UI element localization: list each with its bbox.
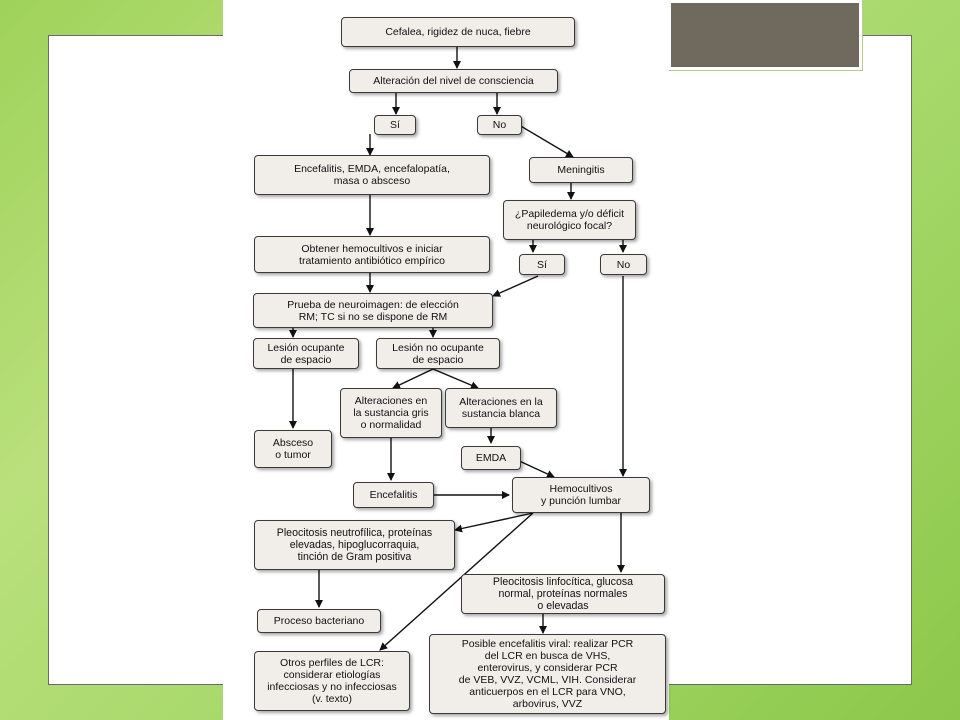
node-prueba: Prueba de neuroimagen: de elección RM; T… bbox=[253, 293, 493, 328]
node-hemocultivos: Hemocultivos y punción lumbar bbox=[512, 477, 650, 513]
arrow-hemocultivos-neutro bbox=[454, 512, 534, 533]
node-absceso: Absceso o tumor bbox=[254, 430, 332, 468]
arrow-no-ocupante-gris bbox=[392, 368, 434, 389]
arrow-no-ocupante-blanca bbox=[432, 368, 479, 389]
node-posible-encefalitis: Posible encefalitis viral: realizar PCR … bbox=[429, 634, 666, 714]
node-otros-perfiles: Otros perfiles de LCR: considerar etiolo… bbox=[254, 651, 410, 711]
node-cefalea: Cefalea, rigidez de nuca, fiebre bbox=[341, 17, 575, 47]
node-pleocitosis-linfocitica: Pleocitosis linfocítica, glucosa normal,… bbox=[461, 574, 665, 614]
node-emda: EMDA bbox=[461, 446, 521, 470]
node-meningitis: Meningitis bbox=[529, 157, 633, 183]
node-papiledema: ¿Papiledema y/o déficit neurológico foca… bbox=[503, 200, 636, 240]
node-lesion-ocupante: Lesión ocupante de espacio bbox=[253, 338, 359, 369]
node-si-1: Sí bbox=[374, 115, 416, 135]
arrow-no-meningitis bbox=[518, 124, 574, 158]
node-encefalitis-emda: Encefalitis, EMDA, encefalopatía, masa o… bbox=[254, 155, 490, 195]
node-pleocitosis-neutrofilica: Pleocitosis neutrofílica, proteínas elev… bbox=[254, 520, 455, 570]
node-encefalitis: Encefalitis bbox=[353, 482, 434, 508]
node-no-1: No bbox=[477, 115, 522, 135]
arrow-si-prueba bbox=[492, 275, 539, 297]
node-lesion-no-ocupante: Lesión no ocupante de espacio bbox=[376, 338, 500, 369]
slide-title-placeholder bbox=[668, 0, 862, 70]
node-obtener: Obtener hemocultivos e iniciar tratamien… bbox=[254, 236, 490, 273]
node-alt-gris: Alteraciones en la sustancia gris o norm… bbox=[340, 388, 442, 438]
node-no-2: No bbox=[600, 254, 647, 275]
node-alt-blanca: Alteraciones en la sustancia blanca bbox=[445, 388, 557, 428]
node-alteracion: Alteración del nivel de consciencia bbox=[349, 69, 558, 93]
diagnostic-flowchart: Cefalea, rigidez de nuca, fiebre Alterac… bbox=[223, 0, 669, 720]
node-si-2: Sí bbox=[519, 254, 565, 275]
node-proceso-bacteriano: Proceso bacteriano bbox=[257, 609, 381, 633]
